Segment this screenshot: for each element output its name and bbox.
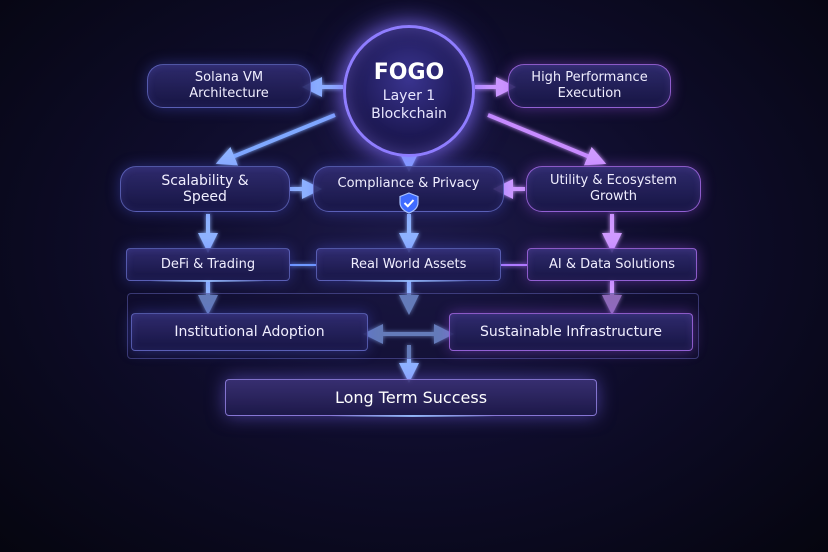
node-defi-trading[interactable]: DeFi & Trading	[126, 248, 290, 281]
node-scalability[interactable]: Scalability & Speed	[120, 166, 290, 212]
node-sustainable-infrastructure[interactable]: Sustainable Infrastructure	[449, 313, 693, 351]
shield-check-icon	[399, 192, 419, 214]
node-real-world-assets[interactable]: Real World Assets	[316, 248, 501, 281]
node-solana-vm[interactable]: Solana VM Architecture	[147, 64, 311, 108]
center-line1: Layer 1	[382, 88, 436, 104]
fogo-center-node[interactable]: FOGO Layer 1 Blockchain	[343, 25, 475, 157]
node-ai-data[interactable]: AI & Data Solutions	[527, 248, 697, 281]
glow-accent-rwa	[345, 280, 470, 282]
glow-accent-final	[330, 415, 495, 417]
node-compliance-label: Compliance & Privacy	[337, 176, 480, 191]
center-line2: Blockchain	[371, 106, 447, 122]
glow-accent-defi	[150, 280, 265, 282]
node-long-term-success[interactable]: Long Term Success	[225, 379, 597, 416]
node-institutional-adoption[interactable]: Institutional Adoption	[131, 313, 368, 351]
center-title: FOGO	[373, 60, 445, 85]
node-utility[interactable]: Utility & Ecosystem Growth	[526, 166, 701, 212]
arrow-center-to-utility	[487, 113, 607, 166]
arrow-center-to-scalability	[215, 113, 336, 166]
node-high-performance[interactable]: High Performance Execution	[508, 64, 671, 108]
